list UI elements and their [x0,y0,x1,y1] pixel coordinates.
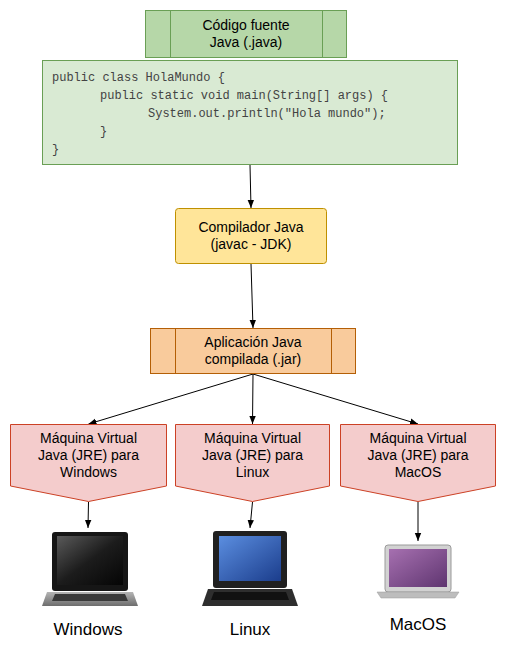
code-line: public static void main(String[] args) { [42,87,458,105]
box-label: Compilador Java (javac - JDK) [188,219,314,253]
laptop-screen [389,549,447,587]
flow-arrow [88,502,90,528]
side-bar-line [170,11,171,58]
box-label: Máquina Virtual Java (JRE) para Linux [192,430,314,481]
linux-laptop [202,531,298,606]
text-area: Máquina Virtual Java (JRE) para Linux [175,424,330,486]
text-area: Máquina Virtual Java (JRE) para MacOS [340,424,496,486]
laptop-base [377,592,459,598]
box-label: Aplicación Java compilada (.jar) [179,334,327,368]
box-label: Máquina Virtual Java (JRE) para Windows [28,430,150,481]
os-label: Linux [195,620,305,644]
laptop-screen [57,536,123,585]
windows-laptop [42,532,138,606]
text-area: Máquina Virtual Java (JRE) para Windows [10,424,167,486]
text-area: MacOS [363,541,473,639]
jvm-box: Máquina Virtual Java (JRE) para Windows [10,424,167,502]
laptop-keyboard [211,592,289,600]
flow-arrow [251,264,253,328]
box-label: Código fuente Java (.java) [190,17,302,51]
compiled-app-box: Aplicación Java compilada (.jar) [150,328,356,374]
laptop-keyboard [52,594,128,601]
text-area: Linux [195,528,305,644]
code-line: public class HolaMundo { [42,69,458,87]
laptop-frame [52,532,128,591]
jvm-box: Máquina Virtual Java (JRE) para Linux [175,424,330,502]
flow-arrow [250,165,251,208]
text-area: Aplicación Java compilada (.jar) [150,328,356,374]
text-area: Compilador Java (javac - JDK) [175,208,327,264]
pentagon-shape [341,425,496,502]
flow-arrow [252,374,254,424]
side-bar-line [322,11,323,58]
side-bar-line [331,329,332,374]
text-area: public class HolaMundo {public static vo… [42,60,458,165]
laptop-node: Windows [33,528,143,644]
flow-arrow [418,502,419,541]
macos-laptop [377,545,459,598]
flow-arrow [89,374,254,424]
laptop-node: Linux [195,528,305,644]
laptop-screen [219,536,281,581]
os-label: Windows [33,620,143,644]
box-shape [43,61,458,165]
box-shape [176,209,327,264]
source-header-box: Código fuente Java (.java) [145,10,347,58]
code-line: } [42,141,458,159]
text-area: Windows [33,528,143,644]
pentagon-shape [11,425,167,502]
laptop-base [202,589,298,606]
box-label: Máquina Virtual Java (JRE) para MacOS [357,430,479,481]
code-line: } [42,123,458,141]
side-bar-line [175,329,176,374]
laptop-frame [385,545,451,592]
flow-arrow [253,374,418,424]
flow-arrow [250,502,253,528]
laptop-frame [213,531,287,588]
laptop-base [42,592,138,606]
code-box: public class HolaMundo {public static vo… [42,60,458,165]
laptop-node: MacOS [363,541,473,639]
text-area: Código fuente Java (.java) [145,10,347,58]
compiler-box: Compilador Java (javac - JDK) [175,208,327,264]
box-shape [151,329,356,374]
code-line: System.out.println("Hola mundo"); [42,105,458,123]
box-shape [146,11,347,58]
jvm-box: Máquina Virtual Java (JRE) para MacOS [340,424,496,502]
pentagon-shape [176,425,330,502]
os-label: MacOS [363,615,473,639]
